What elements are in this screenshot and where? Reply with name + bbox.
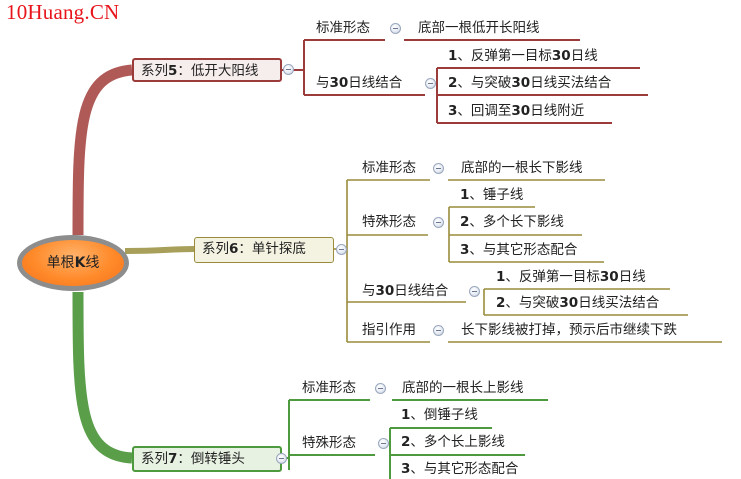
series7-title: 系列7：倒转锤头 <box>141 451 245 467</box>
branch-6-line <box>124 246 195 254</box>
watermark-text: 10Huang.CN <box>6 0 120 24</box>
series7-node[interactable]: 系列7：倒转锤头 <box>132 446 282 472</box>
series7-standard-collapse-icon[interactable] <box>375 383 386 394</box>
series7-special-item-2[interactable]: 2、多个长上影线 <box>401 434 505 450</box>
series6-title: 系列6：单针探底 <box>202 241 306 257</box>
series6-special-item-3[interactable]: 3、与其它形态配合 <box>460 242 578 258</box>
series6-combine-item-2[interactable]: 2、与突破30日线买法结合 <box>496 295 660 311</box>
series6-collapse-icon[interactable] <box>336 244 347 255</box>
series6-combine-item-1[interactable]: 1、反弹第一目标30日线 <box>496 269 646 285</box>
series7-standard-value[interactable]: 底部的一根长上影线 <box>402 380 524 396</box>
series7-standard-label[interactable]: 标准形态 <box>302 380 356 396</box>
series5-combine-item-2[interactable]: 2、与突破30日线买法结合 <box>448 75 612 91</box>
series5-combine-item-1[interactable]: 1、反弹第一目标30日线 <box>448 48 598 64</box>
series6-standard-collapse-icon[interactable] <box>433 163 444 174</box>
series6-standard-value[interactable]: 底部的一根长下影线 <box>461 160 583 176</box>
series5-standard-label[interactable]: 标准形态 <box>316 20 370 36</box>
series6-guide-label[interactable]: 指引作用 <box>362 322 416 338</box>
root-node[interactable]: 单根K线 <box>22 240 124 286</box>
series5-combine-collapse-icon[interactable] <box>425 78 436 89</box>
series7-special-label[interactable]: 特殊形态 <box>302 435 356 451</box>
series5-collapse-icon[interactable] <box>283 64 294 75</box>
series7-special-collapse-icon[interactable] <box>378 438 389 449</box>
series6-guide-value[interactable]: 长下影线被打掉，预示后市继续下跌 <box>461 322 677 338</box>
series5-combine-label[interactable]: 与30日线结合 <box>316 75 403 91</box>
series5-title: 系列5：低开大阳线 <box>141 63 259 79</box>
series5-combine-item-3[interactable]: 3、回调至30日线附近 <box>448 103 585 119</box>
branch-5-line <box>72 64 133 236</box>
series5-standard-collapse-icon[interactable] <box>390 23 401 34</box>
series7-special-item-1[interactable]: 1、倒锤子线 <box>401 407 478 423</box>
series6-special-item-1[interactable]: 1、锤子线 <box>460 187 524 203</box>
series7-collapse-icon[interactable] <box>276 453 287 464</box>
series6-special-collapse-icon[interactable] <box>433 217 444 228</box>
series6-node[interactable]: 系列6：单针探底 <box>194 237 334 263</box>
series6-special-item-2[interactable]: 2、多个长下影线 <box>460 214 564 230</box>
series6-combine-label[interactable]: 与30日线结合 <box>362 283 449 299</box>
series5-standard-value[interactable]: 底部一根低开长阳线 <box>418 20 540 36</box>
series7-special-item-3[interactable]: 3、与其它形态配合 <box>401 461 519 477</box>
series6-guide-collapse-icon[interactable] <box>433 325 444 336</box>
branch-7-line <box>72 291 133 464</box>
series5-node[interactable]: 系列5：低开大阳线 <box>132 58 282 82</box>
series6-combine-collapse-icon[interactable] <box>469 286 480 297</box>
series6-standard-label[interactable]: 标准形态 <box>362 160 416 176</box>
series6-special-label[interactable]: 特殊形态 <box>362 214 416 230</box>
